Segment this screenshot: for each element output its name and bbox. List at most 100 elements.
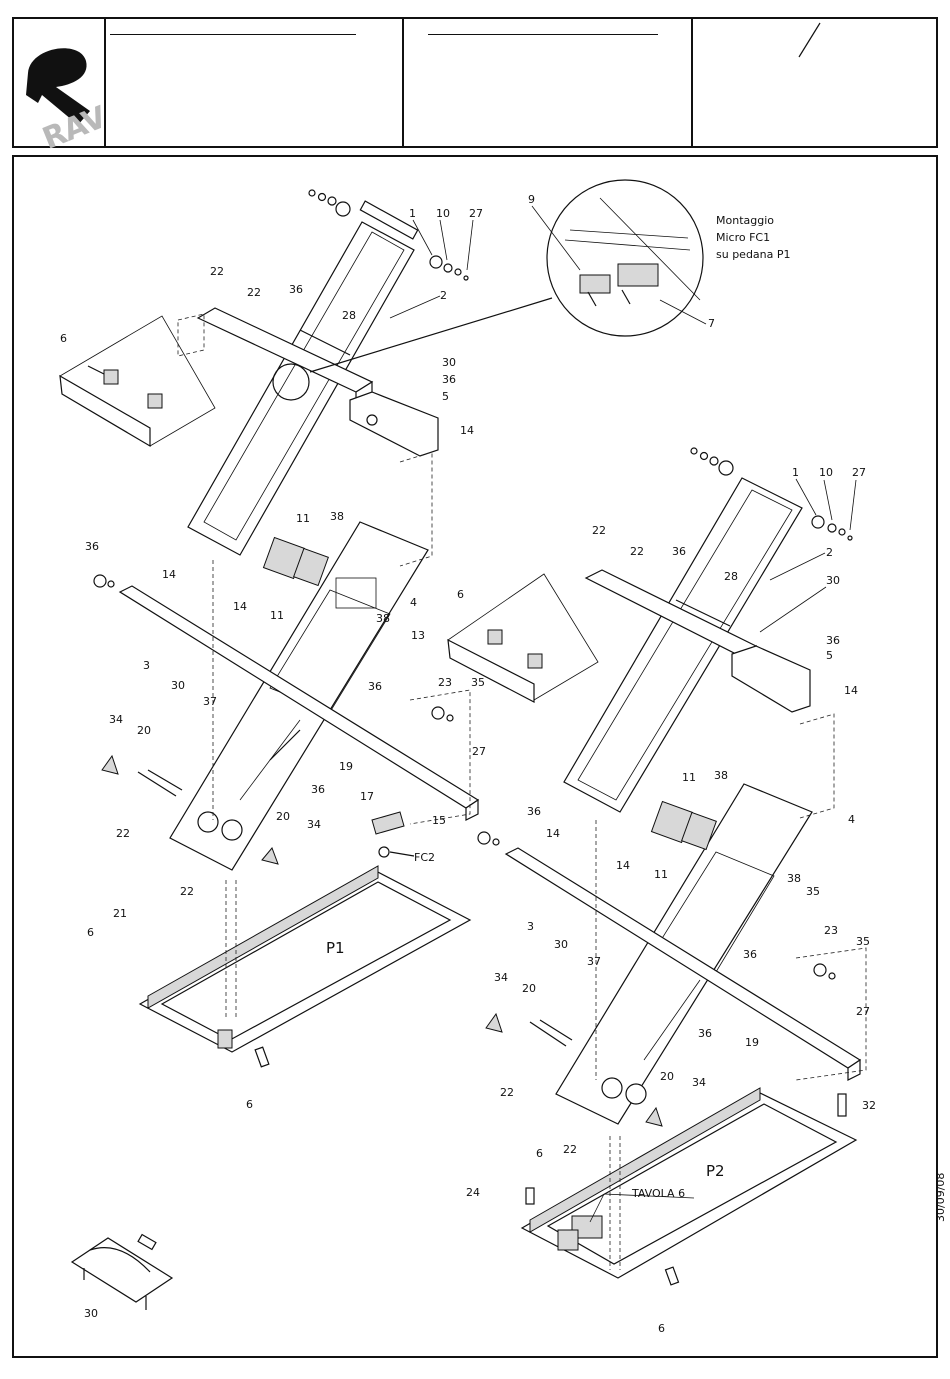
label-part-34: 34	[692, 1076, 706, 1089]
label-p2: P2	[706, 1162, 725, 1180]
label-part-14: 14	[162, 568, 176, 581]
label-part-23: 23	[824, 924, 838, 937]
part-labels: 1 10 27 2 22 22 36 28 6 30 36 5 14 11 38…	[60, 193, 876, 1335]
label-part-36: 36	[311, 783, 325, 796]
label-part-37: 37	[587, 955, 601, 968]
label-part-6: 6	[658, 1322, 665, 1335]
label-part-36: 36	[527, 805, 541, 818]
exploded-drawing-frame	[12, 155, 938, 1358]
label-part-3: 3	[527, 920, 534, 933]
label-part-32: 32	[862, 1099, 876, 1112]
label-part-28: 30	[84, 1307, 98, 1320]
label-part-14: 14	[233, 600, 247, 613]
label-part-14: 14	[844, 684, 858, 697]
label-part-9: 9	[528, 193, 535, 206]
label-part-36: 36	[826, 634, 840, 647]
label-part-38: 38	[376, 612, 390, 625]
label-part-22: 22	[247, 286, 261, 299]
label-part-37: 37	[203, 695, 217, 708]
title-line-1	[110, 34, 356, 35]
label-part-fc2: FC2	[414, 851, 435, 864]
label-part-38: 38	[330, 510, 344, 523]
label-part-34: 34	[494, 971, 508, 984]
label-part-1: 1	[792, 466, 799, 479]
label-part-25: 27	[852, 466, 866, 479]
right-base-plate-p2	[520, 1087, 858, 1279]
label-part-22: 22	[630, 545, 644, 558]
part-28-ramp	[70, 1237, 174, 1310]
label-part-27: 28	[724, 570, 738, 583]
right-top-platform	[447, 573, 599, 703]
left-detail-leader	[272, 297, 553, 401]
label-part-20: 20	[137, 724, 151, 737]
label-part-36: 36	[85, 540, 99, 553]
title-separator-2	[402, 19, 404, 146]
leader-lines	[389, 205, 857, 1223]
label-part-35: 35	[806, 885, 820, 898]
label-part-33: 35	[856, 935, 870, 948]
right-dash-guides	[595, 713, 867, 1270]
label-part-22: 22	[592, 524, 606, 537]
label-part-4: 4	[848, 813, 855, 826]
label-part-22: 22	[500, 1086, 514, 1099]
left-loose-parts	[93, 536, 454, 1251]
title-block: RAV	[12, 17, 938, 157]
note-line-1: Montaggio	[716, 214, 774, 227]
label-part-19: 19	[745, 1036, 759, 1049]
label-part-11: 11	[654, 868, 668, 881]
label-part-30: 30	[826, 574, 840, 587]
label-part-20: 20	[660, 1070, 674, 1083]
label-part-6: 6	[457, 588, 464, 601]
label-part-36: 36	[698, 1027, 712, 1040]
label-part-6: 6	[87, 926, 94, 939]
label-part-33: 35	[471, 676, 485, 689]
right-upper-arm	[563, 477, 803, 813]
right-crossbar-mid	[504, 847, 862, 1081]
title-line-2	[428, 34, 658, 35]
label-part-22: 22	[210, 265, 224, 278]
label-part-23: 23	[438, 676, 452, 689]
label-part-30: 30	[554, 938, 568, 951]
label-part-5: 5	[442, 390, 449, 403]
label-part-22: 22	[116, 827, 130, 840]
drawing-date: 30/09/08	[934, 1172, 947, 1222]
label-part-14: 14	[460, 424, 474, 437]
label-part-5: 5	[826, 649, 833, 662]
label-part-10: 10	[436, 207, 450, 220]
label-part-34: 34	[307, 818, 321, 831]
label-part-11: 11	[270, 609, 284, 622]
label-part-17: 17	[360, 790, 374, 803]
label-p1: P1	[326, 939, 345, 957]
detail-circle-fc1	[546, 179, 704, 337]
right-top-bearings	[690, 447, 853, 541]
label-part-2: 2	[440, 289, 447, 302]
label-tavola-6: TAVOLA 6	[631, 1187, 685, 1200]
label-part-3: 3	[143, 659, 150, 672]
label-part-4: 4	[410, 596, 417, 609]
label-part-1: 1	[409, 207, 416, 220]
label-part-36: 36	[442, 373, 456, 386]
right-loose-parts	[477, 800, 847, 1286]
label-part-36: 36	[368, 680, 382, 693]
label-part-6: 6	[536, 1147, 543, 1160]
left-upper-arm	[187, 200, 419, 556]
label-part-7: 7	[708, 317, 715, 330]
left-dash-guides	[177, 313, 471, 1020]
label-part-11: 11	[296, 512, 310, 525]
label-part-6: 6	[246, 1098, 253, 1111]
label-part-25: 27	[472, 745, 486, 758]
label-part-25: 27	[469, 207, 483, 220]
label-part-22: 22	[563, 1143, 577, 1156]
label-part-14: 14	[546, 827, 560, 840]
note-line-3: su pedana P1	[716, 248, 791, 261]
label-part-10: 10	[819, 466, 833, 479]
label-part-38: 38	[787, 872, 801, 885]
label-part-19: 19	[339, 760, 353, 773]
title-separator-3	[691, 19, 693, 146]
label-part-2: 2	[826, 546, 833, 559]
label-part-30: 30	[171, 679, 185, 692]
label-part-34: 34	[109, 713, 123, 726]
left-base-plate-p1	[138, 865, 472, 1053]
label-part-30: 30	[442, 356, 456, 369]
